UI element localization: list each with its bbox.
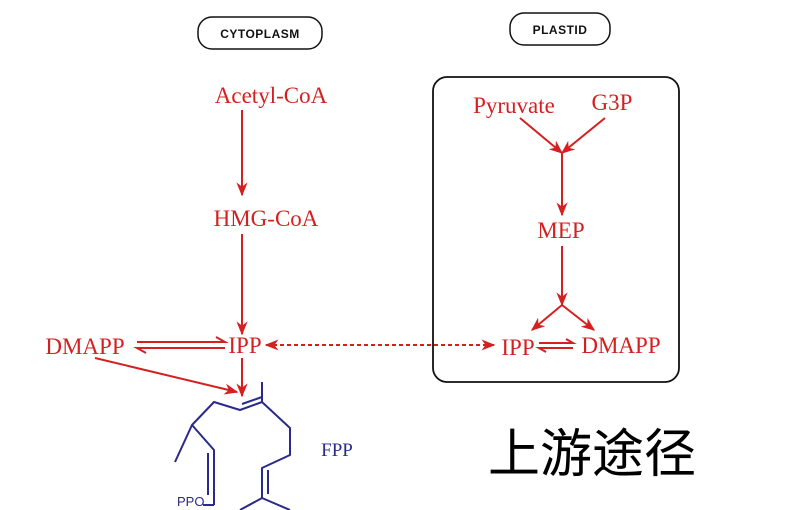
dmapp-ipp-equilibrium-arrows [133,336,229,354]
plastid-ipp-label: IPP [501,335,534,360]
fpp-label: FPP [321,440,353,461]
plastid-ipp-dmapp-equilibrium-arrows [535,338,577,353]
plastid-dmapp-label: DMAPP [581,333,660,358]
mep-to-ipp-arrow [530,304,563,331]
cytoplasm-label: CYTOPLASM [220,27,300,41]
plastid-compartment-box [432,76,680,383]
plastid-label: PLASTID [533,23,588,37]
fpp-structure [174,382,291,510]
ppo-group-label: PPO [177,494,204,509]
g3p-label: G3P [592,90,633,115]
pyruvate-to-mep-arrow [519,117,564,154]
hmg-coa-label: HMG-CoA [214,206,319,231]
plastid-label-pill: PLASTID [509,12,611,46]
upstream-pathway-caption: 上游途径 [488,425,696,485]
mep-to-dmapp-arrow [561,304,596,331]
cytoplasm-label-pill: CYTOPLASM [197,16,323,50]
pyruvate-label: Pyruvate [473,93,555,118]
cytoplasm-ipp-label: IPP [228,333,261,358]
dmapp-to-fpp-arrow [94,357,239,395]
mep-label: MEP [537,218,584,243]
cytoplasm-dmapp-label: DMAPP [45,334,124,359]
acetyl-coa-label: Acetyl-CoA [215,83,328,108]
g3p-to-mep-arrow [560,117,606,154]
